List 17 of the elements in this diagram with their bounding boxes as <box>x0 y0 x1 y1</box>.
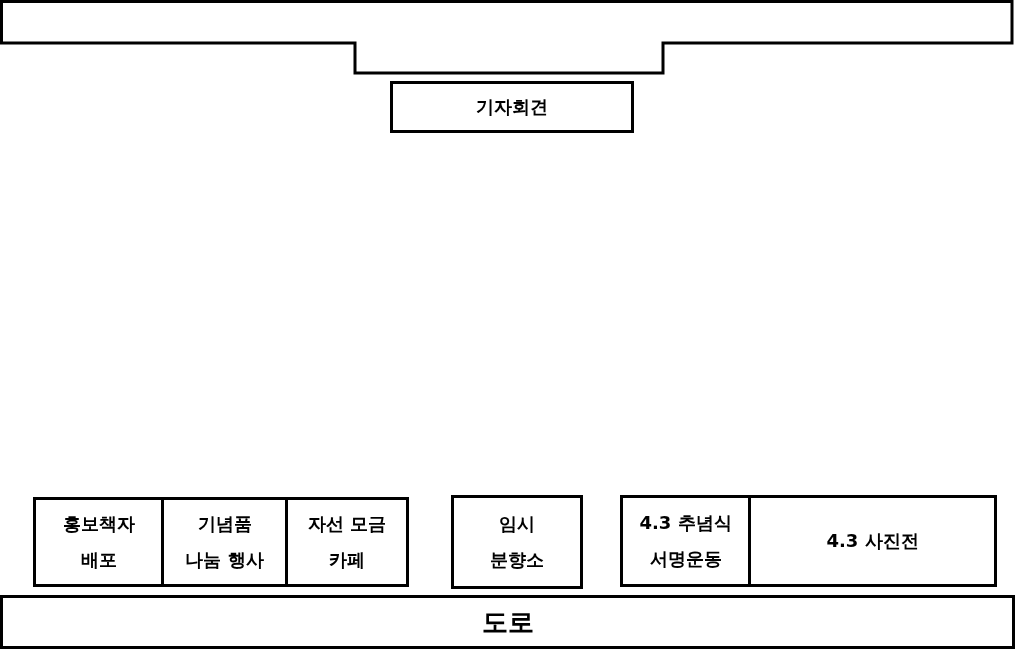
booth <box>161 497 288 587</box>
area-label: 4.3 사진전 <box>826 529 919 553</box>
booth <box>285 497 409 587</box>
booth <box>620 495 751 587</box>
area-label: 임시 분향소 <box>490 512 544 572</box>
booth <box>33 497 164 587</box>
road-band <box>0 595 1015 649</box>
area-label: 기념품 나눔 행사 <box>185 512 264 572</box>
area-label: 자선 모금 카페 <box>307 512 387 572</box>
area-label: 4.3 추념식 서명운동 <box>639 511 732 571</box>
booth <box>451 495 583 589</box>
press-area <box>390 81 634 133</box>
stage-outline <box>0 0 1015 76</box>
area-label: 기자회견 <box>476 95 548 119</box>
area-label: 도로 <box>481 606 534 639</box>
area-label: 홍보책자 배포 <box>62 512 135 572</box>
booth <box>748 495 997 587</box>
